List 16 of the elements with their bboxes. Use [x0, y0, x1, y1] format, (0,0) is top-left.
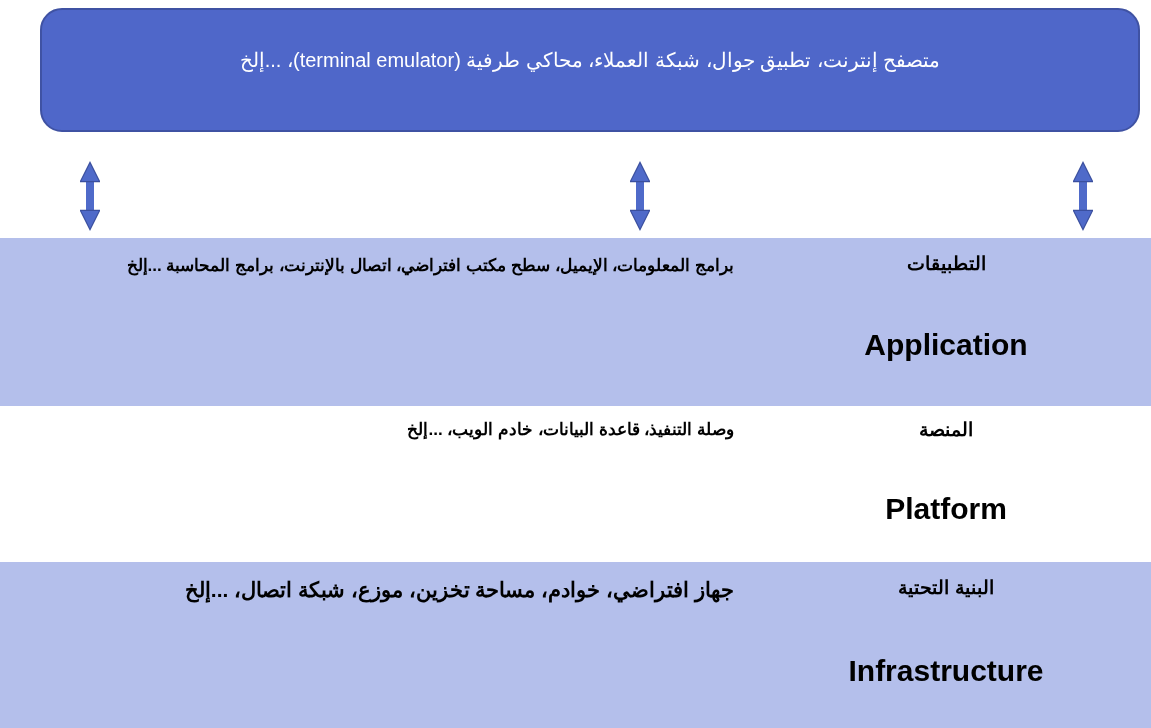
- layer-description: برامج المعلومات، الإيميل، سطح مكتب افتراضي، اتصال بالإنترنت، برامج المحاسبة ...إلخ: [125, 255, 734, 278]
- layer-description: جهاز افتراضي، خوادم، مساحة تخزين، موزع، شبكة اتصال، ...إلخ: [183, 577, 734, 605]
- layer-name: Platform: [884, 492, 1008, 526]
- layer-description: وصلة التنفيذ، قاعدة البيانات، خادم الويب، ...إلخ: [406, 419, 734, 442]
- double-arrow: [629, 161, 651, 231]
- client-box: [40, 8, 1140, 132]
- layer-row: [0, 562, 1151, 728]
- layer-name: المنصة: [918, 418, 974, 441]
- double-arrow: [79, 161, 101, 231]
- layer-name: البنية التحتية: [897, 576, 995, 599]
- double-arrow: [1072, 161, 1094, 231]
- client-list-text: متصفح إنترنت، تطبيق جوال، شبكة العملاء، محاكي طرفية (terminal emulator)، ...إلخ: [239, 48, 941, 74]
- layer-name: التطبيقات: [905, 252, 987, 275]
- layer-name: Infrastructure: [847, 654, 1045, 688]
- layer-row: [0, 238, 1151, 406]
- layer-name: Application: [863, 328, 1029, 362]
